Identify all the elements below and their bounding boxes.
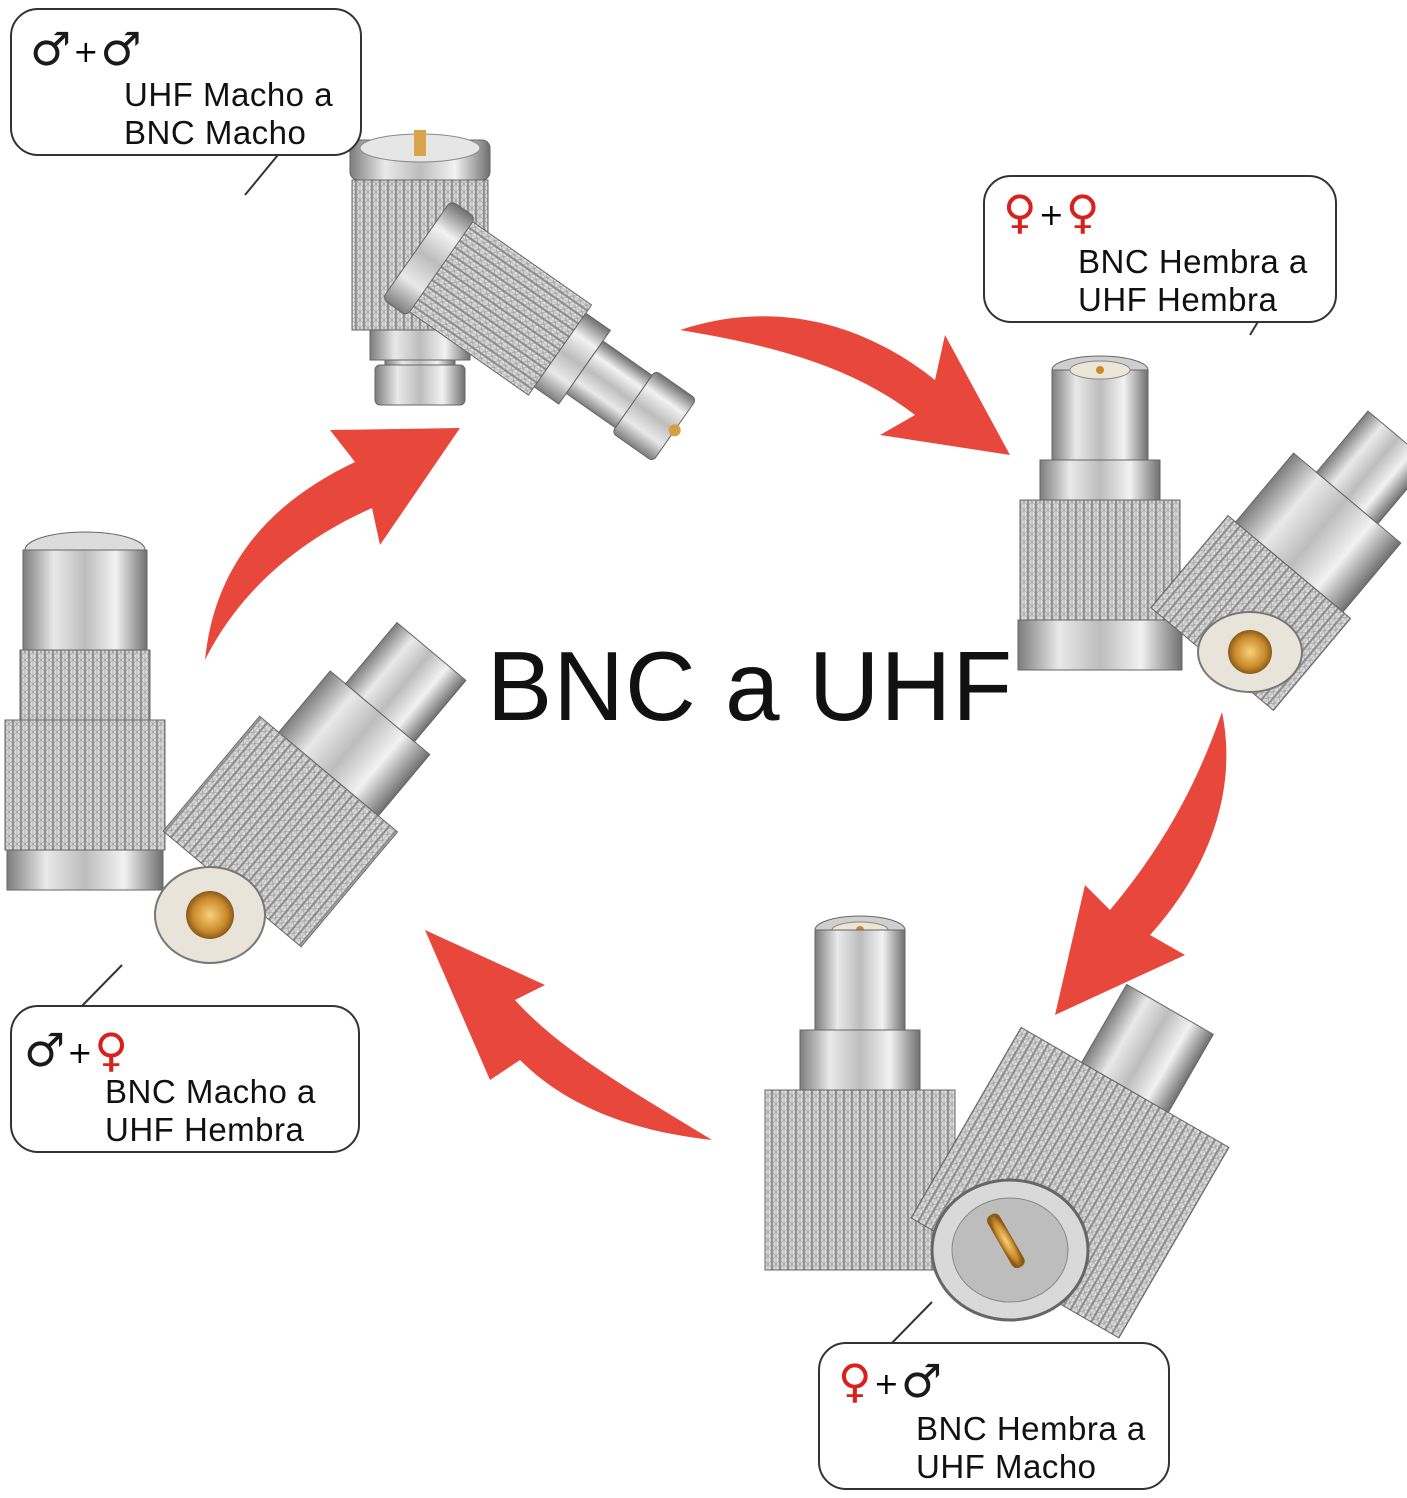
adapter-label-line2: UHF Hembra <box>105 1111 305 1148</box>
adapter-label-line2: BNC Macho <box>124 114 307 151</box>
plus-sign: + <box>1038 197 1064 233</box>
label-bubble-uhf-male-bnc-male: ♂+♂ UHF Macho a BNC Macho <box>10 8 362 156</box>
plus-sign: + <box>67 1035 93 1071</box>
female-symbol-icon: ♀ <box>1003 185 1037 239</box>
adapter-label-line2: UHF Macho <box>916 1448 1097 1485</box>
male-symbol-icon: ♂ <box>100 22 142 76</box>
adapter-label-line1: UHF Macho a <box>124 76 334 113</box>
plus-sign: + <box>73 34 99 70</box>
adapter-photo-bnc-female-uhf-female <box>1017 355 1407 712</box>
arrow-bottom-left <box>425 930 712 1140</box>
adapter-label-line1: BNC Macho a <box>105 1073 316 1110</box>
female-symbol-icon: ♀ <box>1065 185 1100 239</box>
adapter-photo-bnc-male-uhf-female <box>4 531 467 964</box>
arrow-right-down <box>1055 712 1227 1015</box>
plus-sign: + <box>873 1366 899 1402</box>
label-bubble-bnc-male-uhf-female: ♂+♀ BNC Macho a UHF Hembra <box>10 1005 360 1153</box>
male-symbol-icon: ♂ <box>24 1023 66 1077</box>
label-bubble-bnc-female-uhf-female: ♀+♀ BNC Hembra a UHF Hembra <box>983 175 1337 323</box>
adapter-label-line1: BNC Hembra a <box>1078 243 1308 280</box>
adapter-label-line2: UHF Hembra <box>1078 281 1278 318</box>
label-bubble-bnc-female-uhf-male: ♀+♂ BNC Hembra a UHF Macho <box>818 1342 1170 1490</box>
arrow-top-right <box>680 316 1010 455</box>
adapter-label-line1: BNC Hembra a <box>916 1410 1146 1447</box>
male-symbol-icon: ♂ <box>30 22 72 76</box>
female-symbol-icon: ♀ <box>838 1354 872 1408</box>
page-title: BNC a UHF <box>486 631 1014 741</box>
adapter-photo-bnc-female-uhf-male <box>764 915 1230 1339</box>
adapter-photo-uhf-male-bnc-male <box>349 130 696 460</box>
male-symbol-icon: ♂ <box>900 1354 943 1408</box>
arrow-left-up <box>205 428 460 660</box>
female-symbol-icon: ♀ <box>94 1023 129 1077</box>
